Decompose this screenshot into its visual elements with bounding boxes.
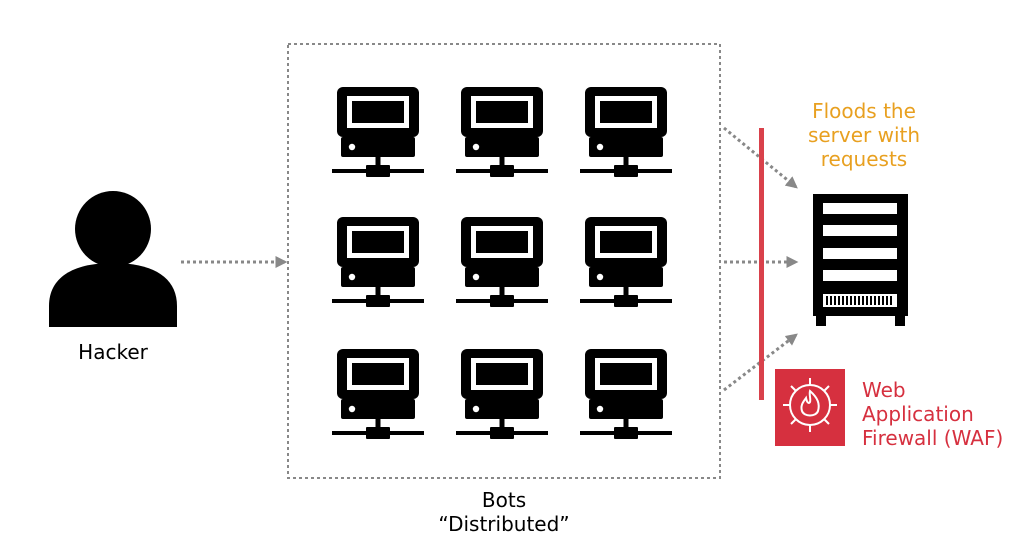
bot-computer-icon <box>332 87 424 177</box>
waf-label: Web Application Firewall (WAF) <box>862 378 1022 450</box>
server-rack-icon <box>813 194 908 326</box>
bots-container <box>287 43 721 479</box>
bots-label: Bots “Distributed” <box>404 488 604 536</box>
bot-computer-icon <box>456 349 548 439</box>
waf-label-line2: Application <box>862 402 974 426</box>
bot-computer-icon <box>580 87 672 177</box>
waf-label-line3: Firewall (WAF) <box>862 426 1004 450</box>
bot-computer-icon <box>580 217 672 307</box>
bot-computer-icon <box>456 87 548 177</box>
waf-label-line1: Web <box>862 378 906 402</box>
flood-annotation: Floods the server with requests <box>789 99 939 171</box>
hacker-user-icon <box>49 191 177 327</box>
bot-computer-icon <box>456 217 548 307</box>
hacker-label: Hacker <box>78 340 148 364</box>
flood-annotation-line2: server with <box>807 123 921 147</box>
bot-computer-icon <box>332 217 424 307</box>
bot-computer-icon <box>580 349 672 439</box>
flood-annotation-line3: requests <box>820 147 908 171</box>
flood-annotation-line1: Floods the <box>812 99 916 123</box>
bots-label-line2: “Distributed” <box>438 512 570 536</box>
waf-barrier-line <box>759 128 764 400</box>
bot-computer-icon <box>332 349 424 439</box>
firewall-icon <box>775 369 845 446</box>
bots-label-line1: Bots <box>481 488 527 512</box>
